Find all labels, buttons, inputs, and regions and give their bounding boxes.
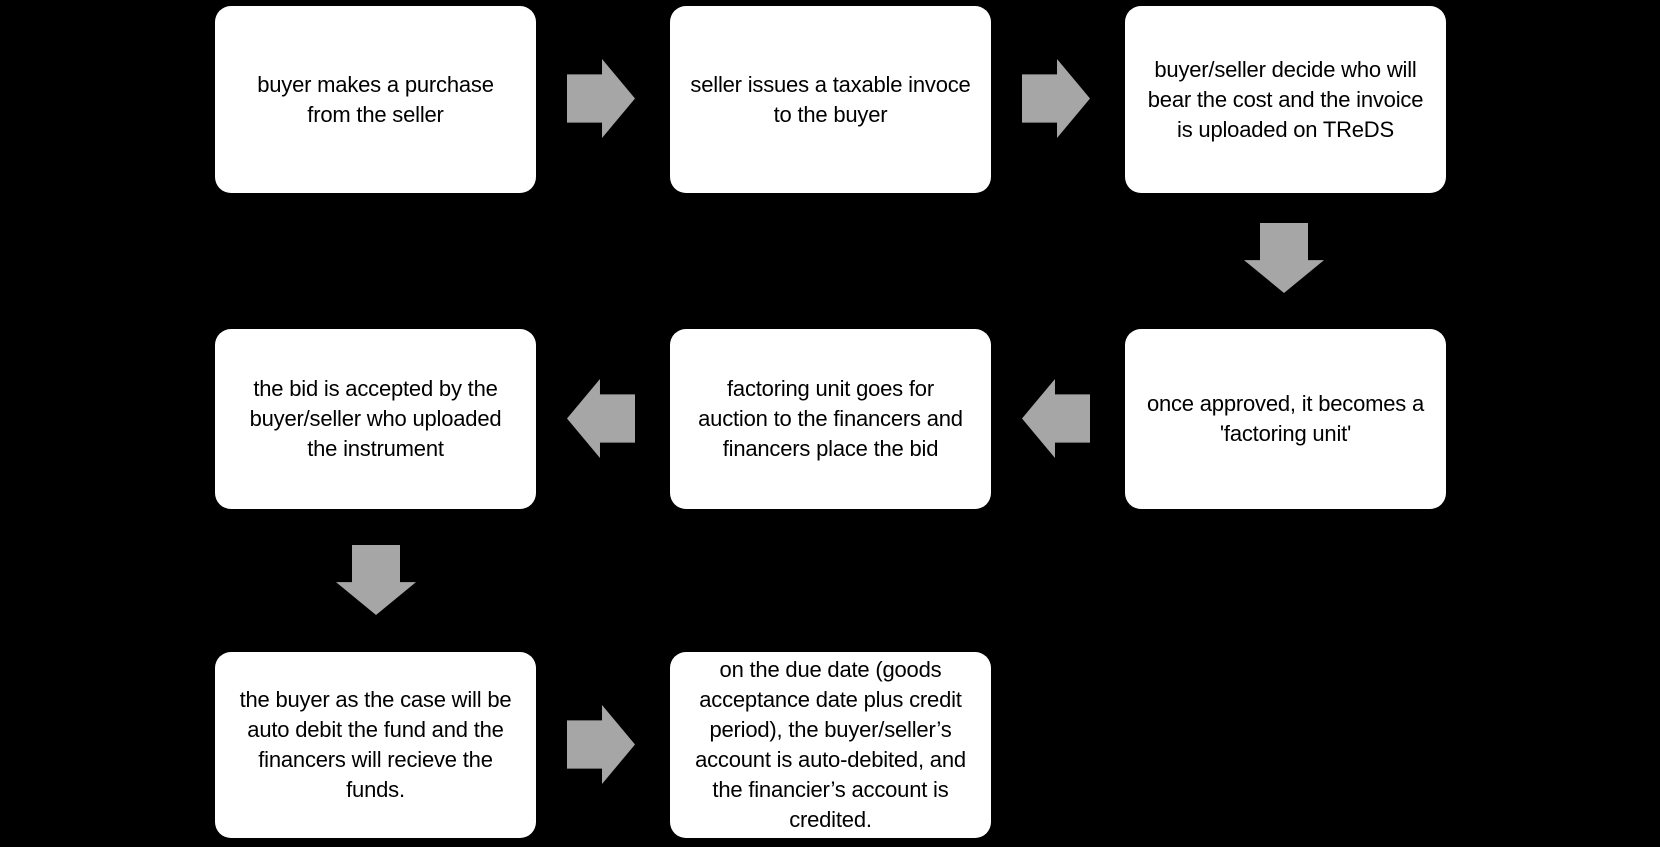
flow-step-auto-debit-text: the buyer as the case will be auto debit… — [239, 687, 512, 802]
flow-step-due-date-settlement-text: on the due date (goods acceptance date p… — [695, 657, 966, 832]
arrow-right-step7-step8 — [567, 705, 635, 784]
flow-step-bid-accepted: the bid is accepted by the buyer/seller … — [215, 329, 536, 509]
flow-step-buyer-purchase-text: buyer makes a purchase from the seller — [257, 71, 494, 127]
flow-step-seller-invoice: seller issues a taxable invoce to the bu… — [670, 6, 991, 193]
flow-step-factoring-unit: once approved, it becomes a 'factoring u… — [1125, 329, 1446, 509]
arrow-down-step6-step7 — [336, 545, 416, 615]
flow-step-seller-invoice-text: seller issues a taxable invoce to the bu… — [690, 71, 971, 127]
arrow-down-step3-step4 — [1244, 223, 1324, 293]
arrow-left-step4-step5 — [1022, 379, 1090, 458]
flow-step-auction-bid-text: factoring unit goes for auction to the f… — [698, 376, 963, 461]
flow-step-factoring-unit-text: once approved, it becomes a 'factoring u… — [1146, 391, 1425, 446]
arrow-right-step2-step3 — [1022, 59, 1090, 138]
flow-step-bid-accepted-text: the bid is accepted by the buyer/seller … — [249, 376, 502, 461]
flow-step-auction-bid: factoring unit goes for auction to the f… — [670, 329, 991, 509]
arrow-left-step5-step6 — [567, 379, 635, 458]
flow-step-upload-treds-text: buyer/seller decide who will bear the co… — [1147, 56, 1424, 142]
arrow-right-step1-step2 — [567, 59, 635, 138]
flow-step-due-date-settlement: on the due date (goods acceptance date p… — [670, 652, 991, 838]
flow-step-buyer-purchase: buyer makes a purchase from the seller — [215, 6, 536, 193]
flow-step-upload-treds: buyer/seller decide who will bear the co… — [1125, 6, 1446, 193]
flow-step-auto-debit: the buyer as the case will be auto debit… — [215, 652, 536, 838]
